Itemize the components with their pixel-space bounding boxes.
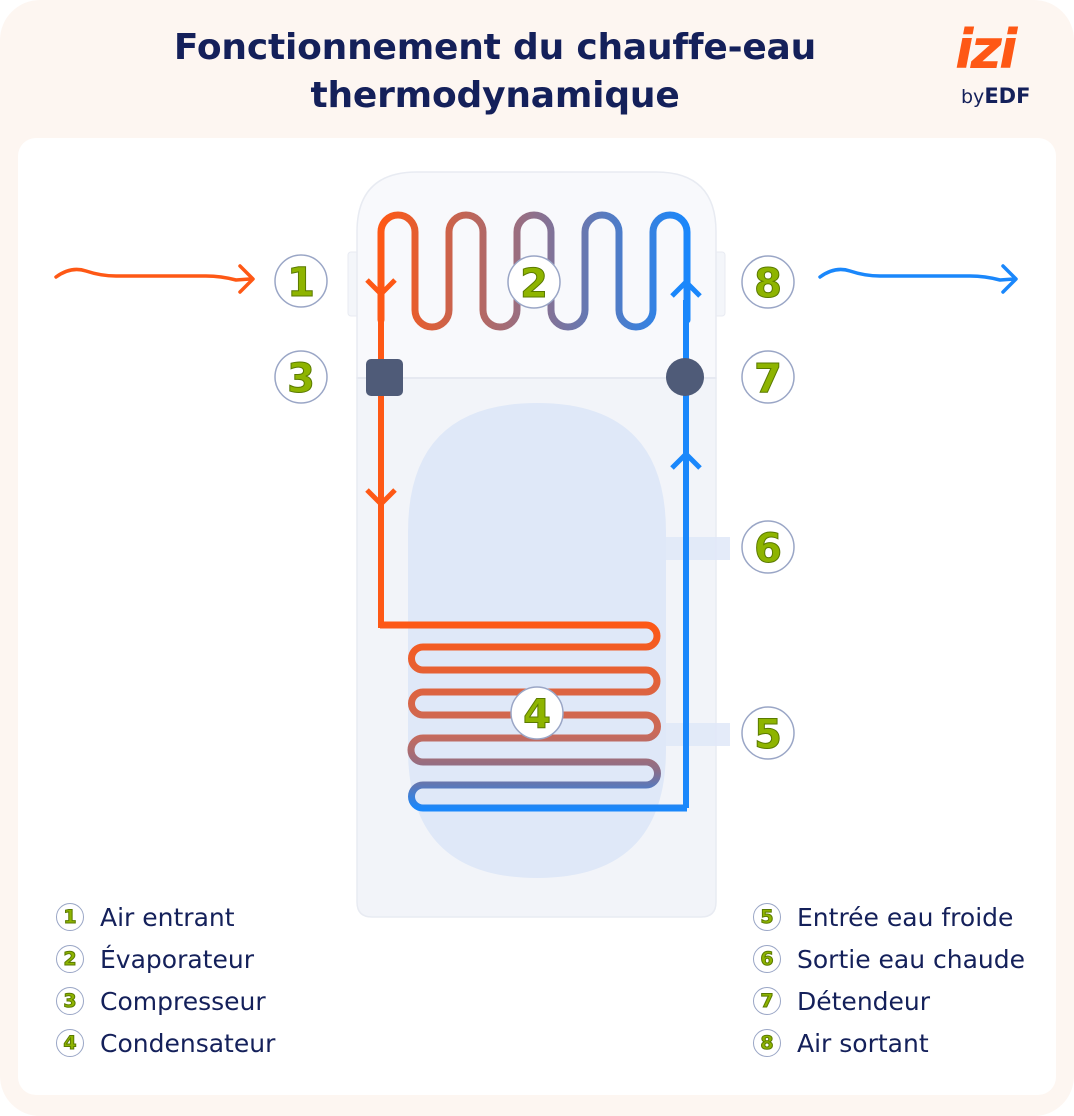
title-line-1: Fonctionnement du chauffe-eau (173, 27, 817, 68)
legend-number-badge: 3 (56, 987, 84, 1015)
marker-7: 7 (741, 350, 795, 404)
evaporator-coil (377, 211, 691, 331)
marker-1: 1 (274, 254, 328, 308)
legend-left: 1 Air entrant 2 Évaporateur 3 Compresseu… (56, 896, 275, 1064)
svg-text:5: 5 (754, 712, 782, 758)
arrow-down-icon (365, 278, 397, 298)
legend-label: Condensateur (100, 1028, 276, 1058)
legend-item: 7 Détendeur (753, 980, 1025, 1022)
svg-text:2: 2 (520, 261, 548, 307)
svg-text:8: 8 (754, 261, 782, 307)
svg-text:6: 6 (754, 526, 782, 572)
svg-text:3: 3 (287, 356, 315, 402)
legend-number-badge: 2 (56, 945, 84, 973)
logo-byline: byEDF (961, 84, 1031, 108)
svg-text:1: 1 (287, 260, 315, 306)
legend-item: 2 Évaporateur (56, 938, 275, 980)
marker-5: 5 (741, 706, 795, 760)
legend-label: Air sortant (797, 1028, 929, 1058)
logo-company: EDF (984, 84, 1031, 108)
page-title: Fonctionnement du chauffe-eau thermodyna… (100, 24, 890, 120)
legend-right: 5 Entrée eau froide 6 Sortie eau chaude … (753, 896, 1025, 1064)
legend-item: 1 Air entrant (56, 896, 275, 938)
legend-item: 5 Entrée eau froide (753, 896, 1025, 938)
condenser-coil (380, 621, 687, 812)
legend-number-badge: 4 (56, 1029, 84, 1057)
legend-item: 8 Air sortant (753, 1022, 1025, 1064)
marker-6: 6 (741, 520, 795, 574)
cold-water-inlet-pipe (666, 723, 730, 746)
compressor-icon (366, 359, 403, 396)
legend-number-badge: 5 (753, 903, 781, 931)
legend-label: Compresseur (100, 986, 266, 1016)
marker-3: 3 (274, 350, 328, 404)
marker-4: 4 (510, 686, 564, 740)
svg-text:7: 7 (754, 356, 782, 402)
legend-label: Détendeur (797, 986, 931, 1016)
arrow-up-icon (670, 450, 702, 470)
legend-item: 3 Compresseur (56, 980, 275, 1022)
arrow-down-icon (365, 488, 397, 508)
izi-edf-logo: izi byEDF (955, 18, 1040, 120)
svg-text:4: 4 (523, 692, 551, 738)
legend-label: Sortie eau chaude (797, 944, 1026, 974)
legend-label: Évaporateur (100, 944, 254, 974)
legend-item: 4 Condensateur (56, 1022, 275, 1064)
logo-brand: izi (955, 18, 1017, 81)
air-out-wave-icon (818, 264, 1018, 294)
legend-item: 6 Sortie eau chaude (753, 938, 1025, 980)
legend-number-badge: 6 (753, 945, 781, 973)
legend-number-badge: 8 (753, 1029, 781, 1057)
legend-number-badge: 7 (753, 987, 781, 1015)
legend-number-badge: 1 (56, 903, 84, 931)
arrow-up-icon (670, 278, 702, 298)
title-line-2: thermodynamique (310, 75, 680, 116)
legend-label: Entrée eau froide (797, 902, 1014, 932)
expansion-valve-icon (666, 358, 704, 396)
hot-water-outlet-pipe (666, 537, 730, 560)
legend-label: Air entrant (100, 902, 235, 932)
air-in-wave-icon (54, 264, 255, 294)
marker-2: 2 (507, 255, 561, 309)
marker-8: 8 (741, 255, 795, 309)
